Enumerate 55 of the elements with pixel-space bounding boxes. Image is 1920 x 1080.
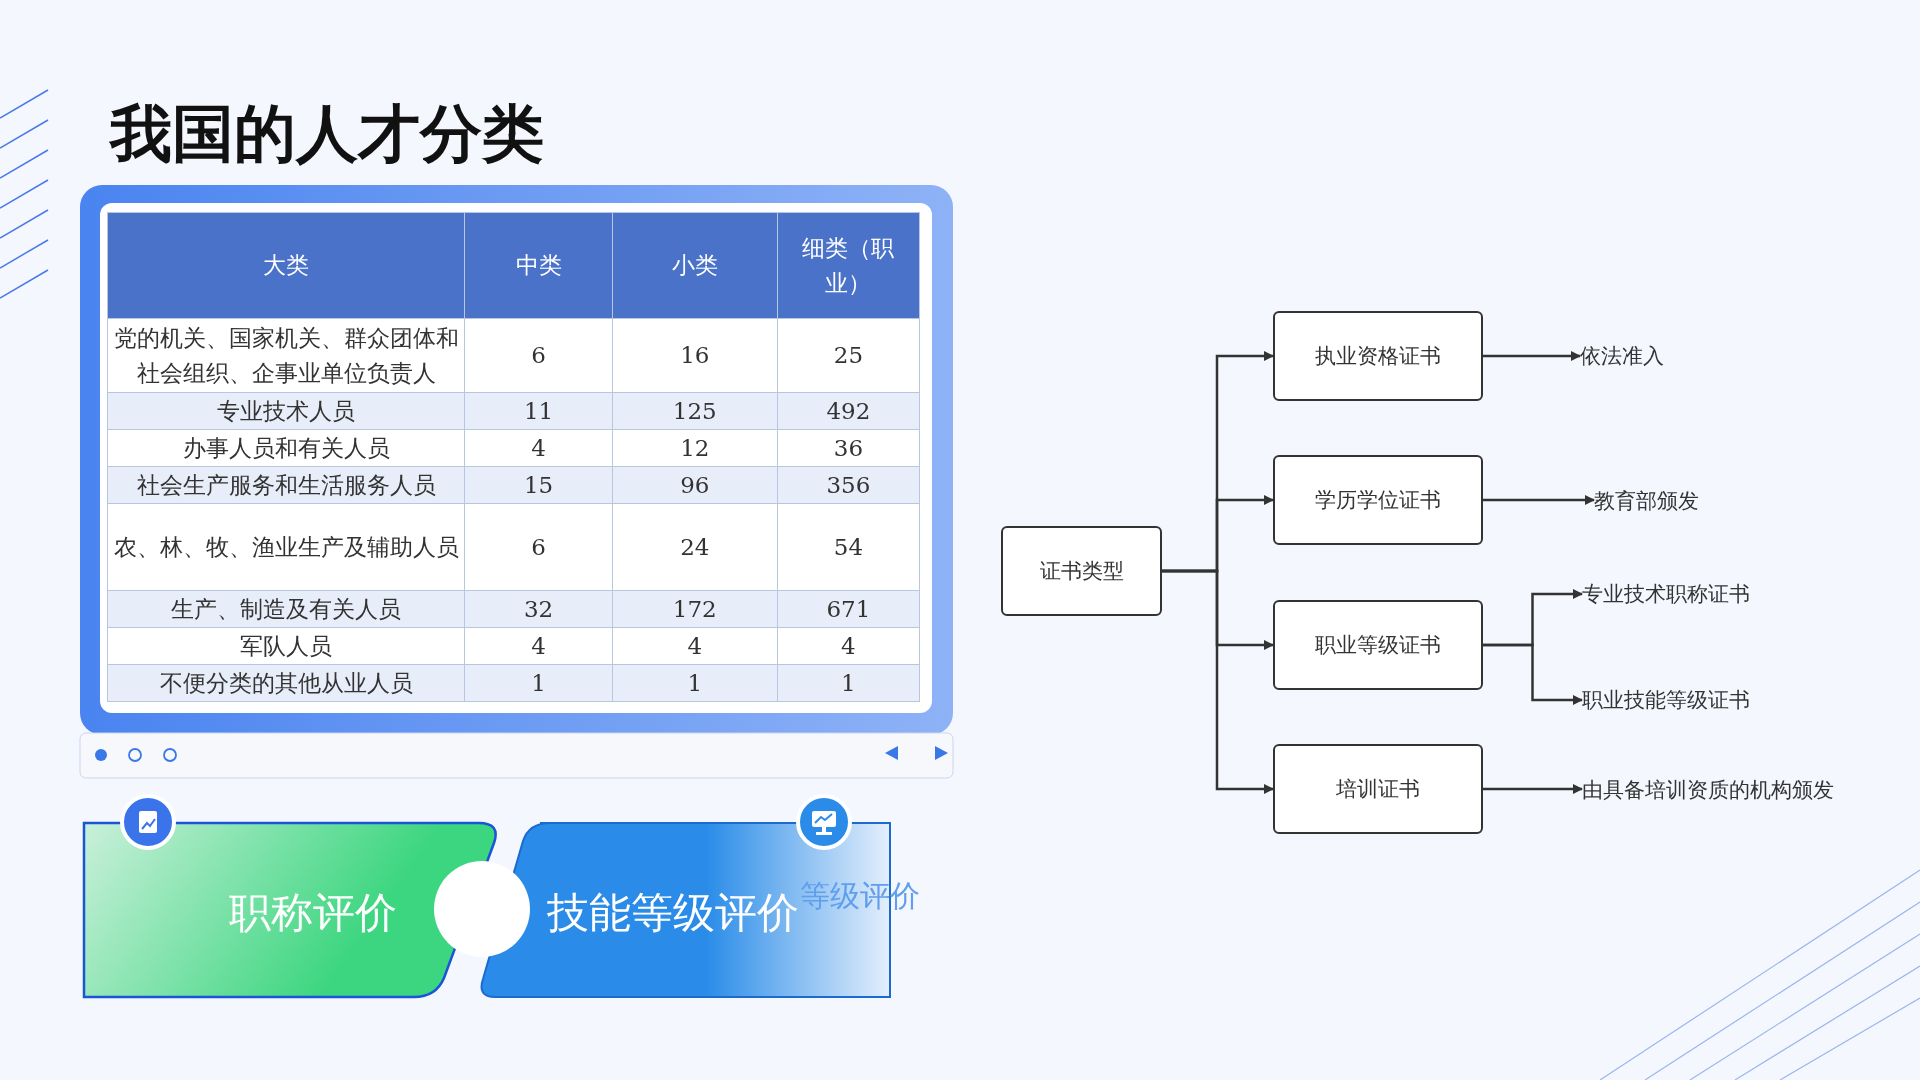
joint-circle bbox=[434, 861, 530, 957]
table-cell: 25 bbox=[777, 318, 920, 393]
table-cell: 4 bbox=[464, 627, 613, 665]
column-header: 细类（职业） bbox=[777, 212, 920, 319]
issuer-text: 依法准入 bbox=[1580, 341, 1664, 371]
table-cell: 6 bbox=[464, 503, 613, 591]
certificate-box: 证书类型 bbox=[1001, 526, 1162, 616]
table-cell: 4 bbox=[464, 429, 613, 467]
table-cell: 12 bbox=[612, 429, 778, 467]
column-header: 中类 bbox=[464, 212, 613, 319]
table-cell: 党的机关、国家机关、群众团体和社会组织、企事业单位负责人 bbox=[107, 318, 465, 393]
table-cell: 24 bbox=[612, 503, 778, 591]
table-cell: 11 bbox=[464, 392, 613, 430]
certificate-box: 执业资格证书 bbox=[1273, 311, 1483, 401]
issuer-text: 职业技能等级证书 bbox=[1582, 685, 1750, 715]
table-cell: 36 bbox=[777, 429, 920, 467]
table-cell: 671 bbox=[777, 590, 920, 628]
table-cell: 不便分类的其他从业人员 bbox=[107, 664, 465, 702]
table-cell: 125 bbox=[612, 392, 778, 430]
table-cell: 农、林、牧、渔业生产及辅助人员 bbox=[107, 503, 465, 591]
column-header: 大类 bbox=[107, 212, 465, 319]
table-cell: 1 bbox=[464, 664, 613, 702]
table-cell: 172 bbox=[612, 590, 778, 628]
table-cell: 16 bbox=[612, 318, 778, 393]
slide-title: 我国的人才分类 bbox=[110, 96, 544, 172]
issuer-text: 专业技术职称证书 bbox=[1582, 579, 1750, 609]
column-header: 小类 bbox=[612, 212, 778, 319]
table-cell: 6 bbox=[464, 318, 613, 393]
table-cell: 96 bbox=[612, 466, 778, 504]
table-cell: 社会生产服务和生活服务人员 bbox=[107, 466, 465, 504]
table-cell: 356 bbox=[777, 466, 920, 504]
arrow bbox=[1483, 495, 1595, 505]
arrow bbox=[1483, 643, 1583, 705]
card-title: 技能等级评价 bbox=[547, 887, 799, 939]
table-cell: 32 bbox=[464, 590, 613, 628]
table-cell: 办事人员和有关人员 bbox=[107, 429, 465, 467]
table-cell: 生产、制造及有关人员 bbox=[107, 590, 465, 628]
certificate-box: 职业等级证书 bbox=[1273, 600, 1483, 690]
table-cell: 15 bbox=[464, 466, 613, 504]
arrow bbox=[1483, 351, 1581, 361]
table-cell: 492 bbox=[777, 392, 920, 430]
table-cell: 4 bbox=[612, 627, 778, 665]
issuer-text: 由具备培训资质的机构颁发 bbox=[1582, 775, 1834, 805]
table-cell: 54 bbox=[777, 503, 920, 591]
table-cell: 1 bbox=[777, 664, 920, 702]
table-cell: 1 bbox=[612, 664, 778, 702]
arrow bbox=[1483, 784, 1583, 794]
certificate-box: 学历学位证书 bbox=[1273, 455, 1483, 545]
table-cell: 军队人员 bbox=[107, 627, 465, 665]
card-title: 职称评价 bbox=[229, 887, 397, 939]
certificate-box: 培训证书 bbox=[1273, 744, 1483, 834]
table-cell: 4 bbox=[777, 627, 920, 665]
issuer-text: 教育部颁发 bbox=[1594, 486, 1699, 516]
table-cell: 专业技术人员 bbox=[107, 392, 465, 430]
arrow bbox=[1162, 569, 1274, 794]
